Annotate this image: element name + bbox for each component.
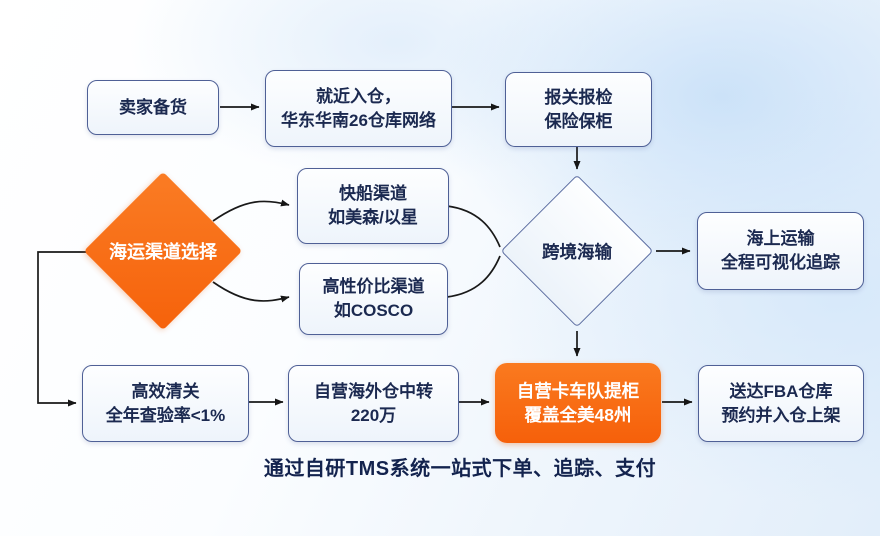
node-seller-stock: 卖家备货 (87, 80, 219, 135)
node-label-line2: 保险保柜 (544, 111, 613, 131)
node-customs-declaration: 报关报检 保险保柜 (505, 72, 652, 147)
node-overseas-warehouse-hub: 自营海外仓中转 220万 (288, 365, 459, 442)
node-sea-transport-tracking: 海上运输 全程可视化追踪 (697, 212, 864, 290)
node-label-line2: 220万 (350, 405, 397, 425)
node-label-line1: 报关报检 (544, 87, 613, 107)
node-label-line2: 覆盖全美48州 (524, 405, 632, 425)
node-label-line1: 快船渠道 (339, 184, 407, 203)
node-label: 卖家备货 (119, 97, 187, 117)
node-fast-channel: 快船渠道 如美森/以星 (297, 168, 449, 244)
node-nearby-inbound: 就近入仓， 华东华南26仓库网络 (265, 70, 452, 147)
node-label-line2: 全年查验率<1% (105, 405, 226, 425)
node-label-line1: 高性价比渠道 (322, 277, 425, 296)
node-label-line1: 高效清关 (131, 381, 200, 401)
node-cross-border-shipping: 跨境海输 (500, 174, 654, 328)
node-label-line2: 全程可视化追踪 (721, 253, 840, 272)
arrow-select-to-fast-channel (212, 199, 290, 222)
node-label-line2: 预约并入仓上架 (721, 405, 841, 425)
node-label-line2: 华东华南26仓库网络 (281, 110, 436, 130)
arrow-select-feedback-to-clearance (37, 251, 86, 407)
node-label: 海运渠道选择 (109, 242, 217, 262)
node-truck-fleet-pickup: 自营卡车队提柜 覆盖全美48州 (495, 363, 661, 443)
node-label-line1: 自营卡车队提柜 (516, 381, 640, 401)
node-label-line1: 海上运输 (746, 229, 815, 248)
node-label-line1: 送达FBA仓库 (729, 381, 833, 401)
node-label-line1: 自营海外仓中转 (314, 381, 433, 401)
node-label-line1: 就近入仓， (316, 86, 401, 106)
node-value-channel: 高性价比渠道 如COSCO (299, 263, 448, 335)
node-efficient-clearance: 高效清关 全年查验率<1% (82, 365, 249, 442)
node-fba-delivery: 送达FBA仓库 预约并入仓上架 (698, 365, 864, 442)
node-label-line2: 如COSCO (333, 301, 414, 320)
arrow-select-to-value-channel (212, 281, 290, 303)
node-label-line2: 如美森/以星 (328, 208, 418, 227)
node-label: 跨境海输 (542, 241, 612, 262)
curve-fast-channel-to-crossborder (446, 205, 501, 248)
curve-value-channel-to-crossborder (446, 255, 501, 298)
node-sea-channel-select: 海运渠道选择 (83, 171, 243, 331)
diagram-caption: 通过自研TMS系统一站式下单、追踪、支付 (263, 458, 657, 480)
